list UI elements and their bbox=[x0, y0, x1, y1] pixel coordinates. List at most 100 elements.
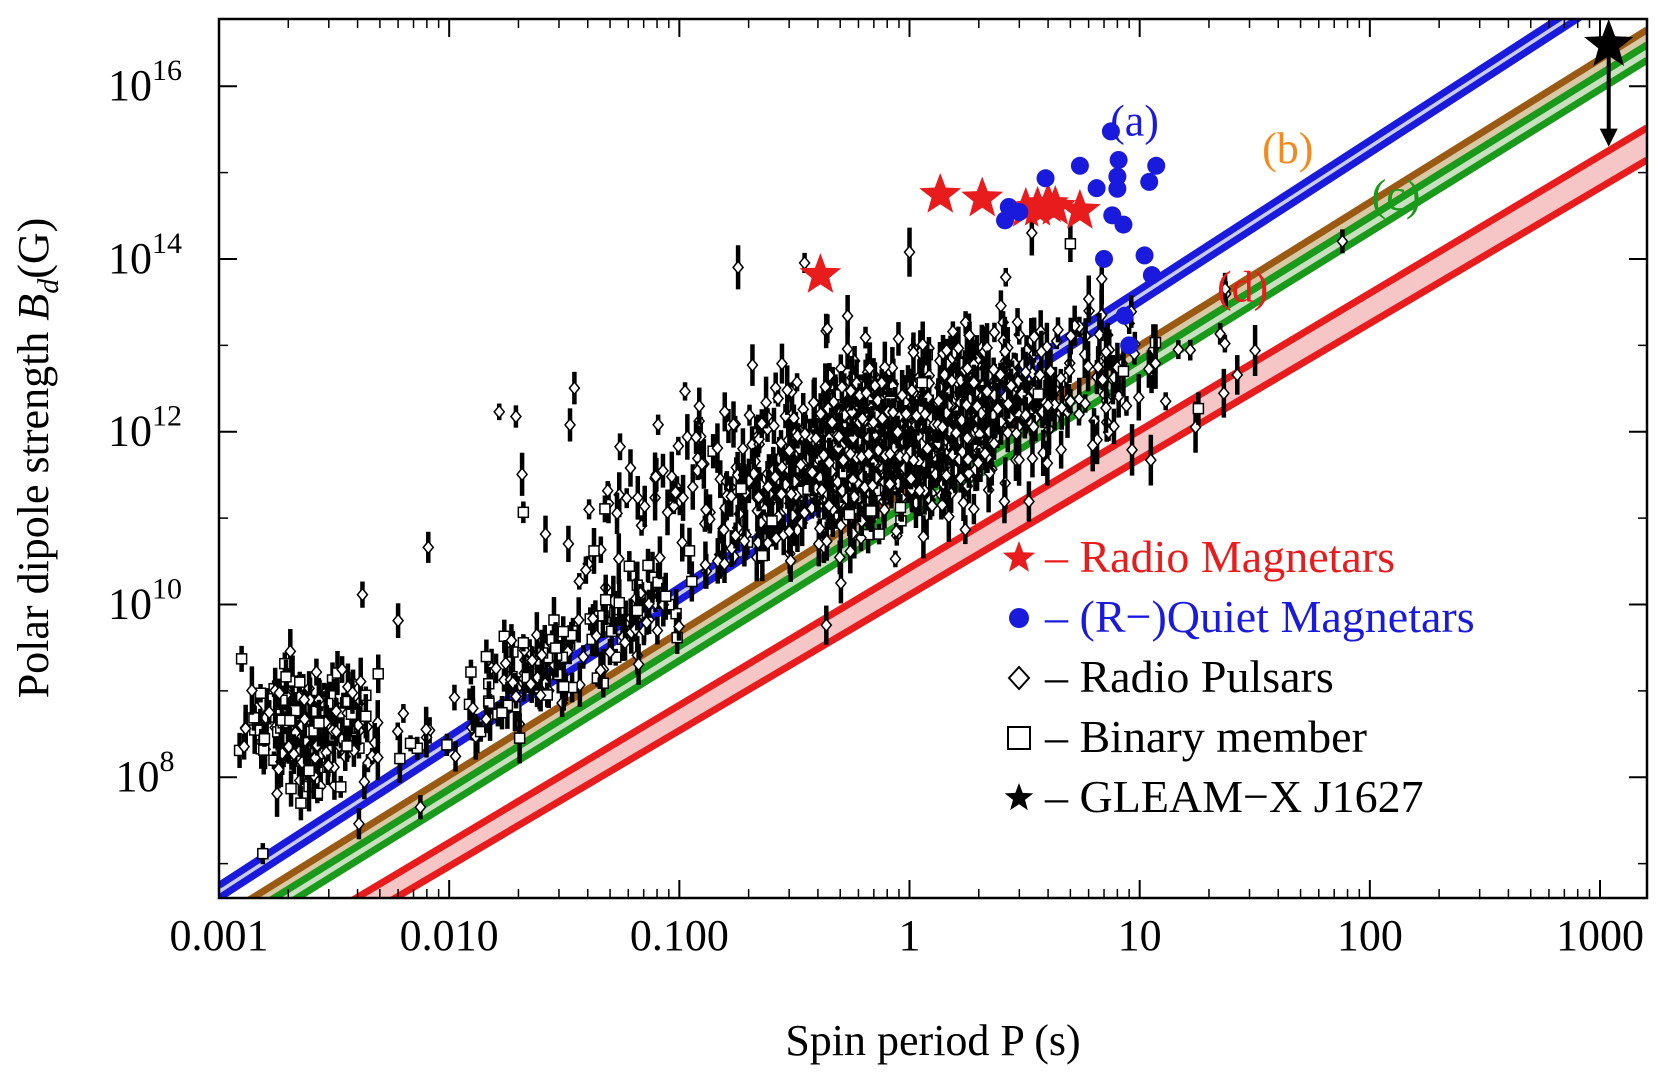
pulsar-point bbox=[878, 502, 891, 518]
legend-marker-0 bbox=[1002, 541, 1036, 572]
pulsar-point bbox=[577, 649, 590, 665]
x-tick-label: 100 bbox=[1337, 911, 1403, 960]
pulsar-point bbox=[1035, 344, 1048, 360]
pulsar-point bbox=[394, 752, 406, 765]
pulsar-point bbox=[736, 441, 749, 456]
pulsar-point bbox=[285, 782, 297, 795]
pulsar-point bbox=[940, 468, 953, 483]
pulsar-point bbox=[672, 438, 685, 454]
pulsar-point bbox=[821, 321, 834, 336]
pulsar-point bbox=[303, 764, 315, 777]
pulsar-point bbox=[867, 415, 880, 430]
quiet-magnetar-point bbox=[1135, 246, 1154, 265]
pulsar-point bbox=[727, 417, 740, 432]
pulsar-point bbox=[583, 502, 596, 517]
pulsar-point bbox=[876, 411, 889, 426]
pulsar-point bbox=[509, 409, 522, 424]
x-tick-label: 0.100 bbox=[630, 911, 729, 960]
pulsar-point bbox=[693, 398, 706, 414]
pulsar-point bbox=[833, 550, 846, 565]
pulsar-point bbox=[667, 498, 680, 514]
pulsar-point bbox=[1079, 396, 1092, 411]
pulsar-point bbox=[258, 733, 271, 745]
pulsar-point bbox=[711, 440, 724, 456]
pulsar-point bbox=[819, 379, 832, 395]
pulsar-point bbox=[271, 786, 284, 801]
pulsar-point bbox=[769, 380, 782, 396]
pulsar-point bbox=[988, 325, 1001, 340]
pulsar-point bbox=[510, 689, 523, 704]
pulsar-point bbox=[863, 361, 876, 376]
pulsar-point bbox=[905, 383, 918, 398]
pulsar-point bbox=[1025, 225, 1038, 241]
pulsar-point bbox=[967, 501, 980, 517]
pulsar-point bbox=[813, 521, 826, 536]
pulsar-point bbox=[1001, 425, 1014, 441]
pulsar-point bbox=[614, 439, 627, 454]
quiet-magnetar-point bbox=[1010, 202, 1029, 221]
pulsar-point bbox=[341, 740, 353, 752]
pulsar-point bbox=[942, 509, 955, 524]
pulsar-point bbox=[441, 739, 453, 751]
pulsar-point bbox=[1231, 367, 1244, 383]
pulsar-point bbox=[284, 714, 296, 727]
pulsar-point bbox=[1002, 396, 1015, 412]
pulsar-point bbox=[1172, 342, 1185, 357]
pulsar-point bbox=[1144, 452, 1157, 468]
quiet-magnetar-point bbox=[1120, 336, 1139, 355]
pulsar-point bbox=[760, 395, 773, 410]
pulsar-point bbox=[921, 441, 934, 456]
quiet-magnetar-point bbox=[1095, 249, 1114, 268]
radio-magnetar-star bbox=[1059, 188, 1101, 229]
pulsar-point bbox=[961, 361, 974, 376]
pulsar-point bbox=[814, 406, 827, 422]
pulsar-point bbox=[752, 489, 765, 505]
pulsar-point bbox=[922, 390, 935, 405]
legend-marker-2 bbox=[1007, 665, 1031, 691]
pulsar-point bbox=[718, 556, 731, 571]
quiet-magnetar-point bbox=[1101, 122, 1120, 141]
pulsar-point bbox=[651, 623, 664, 638]
pulsar-point bbox=[322, 758, 335, 773]
pulsar-point bbox=[590, 628, 603, 644]
legend-label-0: – Radio Magnetars bbox=[1044, 531, 1395, 582]
pulsar-point bbox=[287, 746, 300, 762]
pulsar-point bbox=[820, 534, 833, 549]
pulsar-point bbox=[890, 524, 903, 539]
pulsar-point bbox=[632, 657, 645, 672]
pulsar-point bbox=[834, 575, 847, 591]
gleam-x-marker bbox=[1584, 19, 1634, 147]
radio-magnetar-star bbox=[799, 253, 842, 293]
pulsar-point bbox=[784, 553, 797, 568]
x-tick-label: 0.010 bbox=[400, 911, 499, 960]
pulsar-point bbox=[945, 373, 958, 388]
pulsar-point bbox=[1336, 234, 1349, 249]
pulsar-point bbox=[835, 380, 848, 395]
pulsar-point bbox=[962, 466, 975, 481]
pulsar-point bbox=[496, 706, 508, 719]
pulsar-point bbox=[855, 530, 867, 546]
radio-magnetar-star bbox=[1034, 185, 1077, 225]
pulsar-point bbox=[679, 384, 692, 399]
pulsar-point bbox=[891, 424, 904, 440]
pulsar-point bbox=[1028, 329, 1041, 345]
legend-marker-4 bbox=[1004, 783, 1034, 811]
pulsar-point bbox=[579, 562, 592, 578]
pulsar-point bbox=[392, 613, 405, 628]
quiet-magnetar-point bbox=[1036, 169, 1055, 188]
pulsar-point bbox=[665, 469, 678, 484]
pulsar-point bbox=[661, 505, 674, 520]
pulsar-point bbox=[613, 596, 626, 609]
quiet-magnetar-point bbox=[1087, 179, 1106, 198]
pulsar-point bbox=[414, 800, 427, 815]
pulsar-point bbox=[781, 383, 794, 398]
pulsar-point bbox=[597, 677, 609, 689]
pulsar-point bbox=[371, 750, 384, 765]
pulsar-point bbox=[686, 479, 699, 495]
pulsar-point bbox=[1032, 388, 1045, 400]
pulsar-point bbox=[1218, 336, 1231, 351]
pulsar-point bbox=[844, 446, 857, 462]
pulsar-point bbox=[313, 717, 325, 729]
pulsar-point bbox=[257, 847, 269, 860]
